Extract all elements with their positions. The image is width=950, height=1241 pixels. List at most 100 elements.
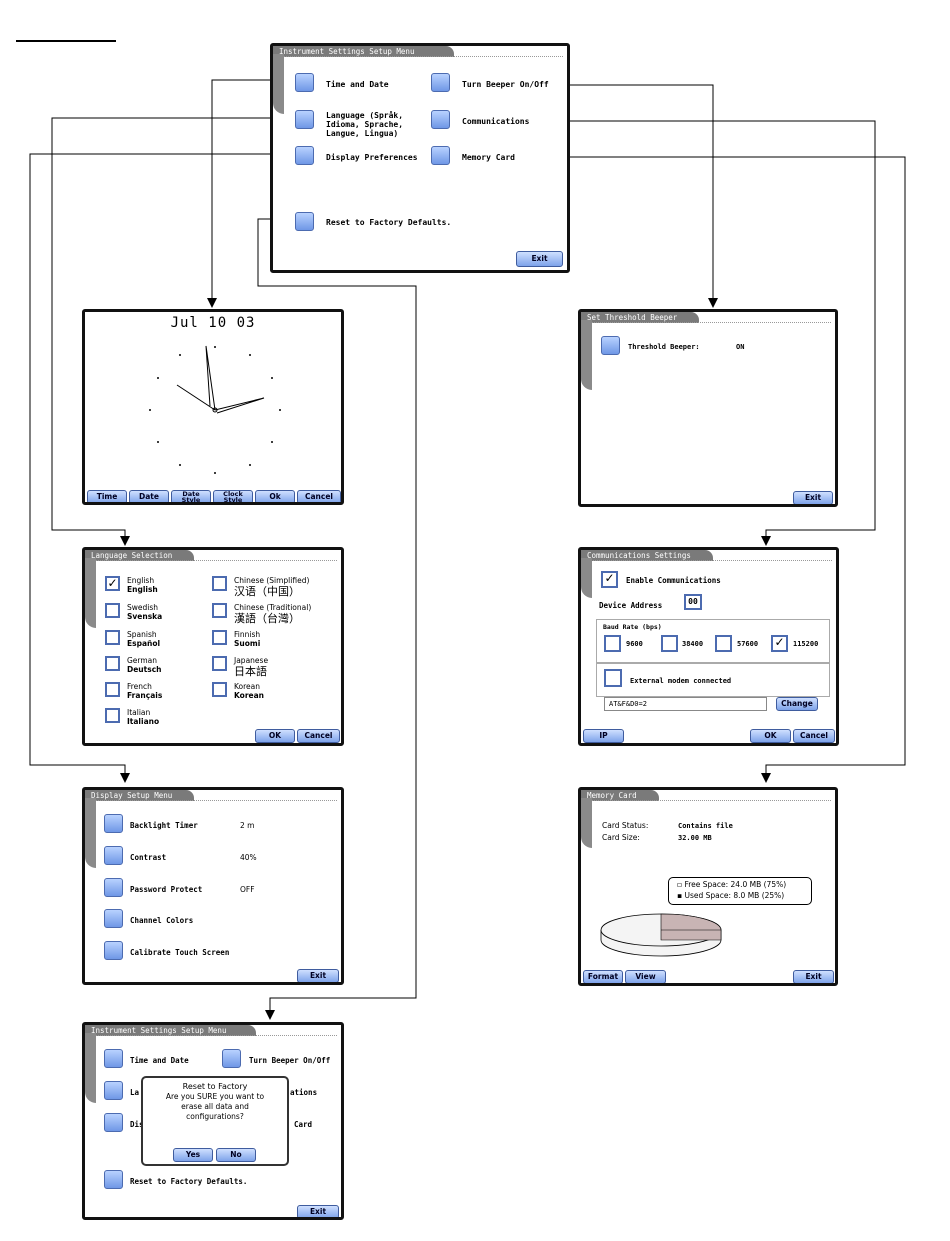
japanese-checkbox[interactable] (212, 656, 227, 671)
side-rail (273, 54, 284, 114)
side-rail (85, 558, 96, 628)
memory-label-partial: Card (294, 1120, 313, 1129)
enable-communications-checkbox[interactable]: ✓ (601, 571, 618, 588)
backlight-timer-button[interactable] (104, 814, 123, 833)
yes-button[interactable]: Yes (173, 1148, 213, 1162)
chinese-traditional-checkbox[interactable] (212, 603, 227, 618)
date-tab-button[interactable]: Date (129, 490, 169, 502)
baud-38400-checkbox[interactable] (661, 635, 678, 652)
channel-colors-button[interactable] (104, 909, 123, 928)
ok-button[interactable]: Ok (255, 490, 295, 502)
communications-label-partial: ations (290, 1088, 318, 1097)
language-option-label: Chinese (Simplified)汉语（中国） (234, 576, 310, 598)
korean-checkbox[interactable] (212, 682, 227, 697)
beeper-button[interactable] (222, 1049, 241, 1068)
panel-title: Communications Settings (581, 550, 713, 561)
clock-style-button[interactable]: Clock Style (213, 490, 253, 502)
panel-title: Instrument Settings Setup Menu (85, 1025, 257, 1036)
display-preferences-button[interactable] (104, 1113, 123, 1132)
cancel-button[interactable]: Cancel (297, 490, 341, 502)
view-button[interactable]: View (625, 970, 666, 983)
language-button[interactable] (295, 110, 314, 129)
format-button[interactable]: Format (583, 970, 623, 983)
communications-button[interactable] (431, 110, 450, 129)
display-setting-value: OFF (240, 885, 255, 894)
baud-9600-checkbox[interactable] (604, 635, 621, 652)
english-checkbox[interactable]: ✓ (105, 576, 120, 591)
spanish-checkbox[interactable] (105, 630, 120, 645)
beeper-button[interactable] (431, 73, 450, 92)
device-address-field[interactable]: 00 (684, 594, 702, 610)
exit-button[interactable]: Exit (297, 1205, 339, 1217)
side-rail (85, 798, 96, 868)
date-style-button[interactable]: Date Style (171, 490, 211, 502)
threshold-beeper-value: ON (736, 343, 745, 351)
side-rail (581, 798, 592, 848)
exit-button[interactable]: Exit (516, 251, 563, 267)
modem-init-string-field[interactable]: AT&F&D0=2 (604, 697, 767, 711)
reset-defaults-button[interactable] (295, 212, 314, 231)
header-rule (16, 40, 116, 42)
exit-button[interactable]: Exit (793, 491, 833, 504)
french-checkbox[interactable] (105, 682, 120, 697)
reset-defaults-button[interactable] (104, 1170, 123, 1189)
external-modem-checkbox[interactable] (604, 669, 622, 687)
time-date-button[interactable] (295, 73, 314, 92)
language-button[interactable] (104, 1081, 123, 1100)
panel-title: Memory Card (581, 790, 659, 801)
exit-button[interactable]: Exit (297, 969, 339, 982)
beeper-label: Turn Beeper On/Off (249, 1056, 331, 1065)
cancel-button[interactable]: Cancel (793, 729, 835, 743)
time-date-label: Time and Date (130, 1056, 189, 1065)
dialog-title: Reset to Factory (182, 1082, 248, 1091)
german-checkbox[interactable] (105, 656, 120, 671)
analog-clock (149, 345, 281, 474)
clock-panel: Jul 10 03 Time Date Date Style Clock Sty… (82, 309, 344, 505)
display-setting-label: Password Protect (130, 885, 203, 894)
threshold-beeper-button[interactable] (601, 336, 620, 355)
cancel-button[interactable]: Cancel (297, 729, 340, 743)
side-rail (85, 1033, 96, 1103)
baud-option-label: 57600 (737, 640, 759, 648)
no-button[interactable]: No (216, 1148, 256, 1162)
device-address-label: Device Address (599, 601, 663, 610)
card-size-value: 32.00 MB (678, 834, 712, 842)
reset-defaults-label: Reset to Factory Defaults. (326, 218, 452, 227)
communications-settings-panel: Communications Settings ✓ Enable Communi… (578, 547, 839, 746)
baud-rate-group (596, 619, 830, 663)
display-setup-panel: Display Setup Menu Backlight Timer 2 m C… (82, 787, 344, 985)
ok-button[interactable]: OK (750, 729, 791, 743)
display-preferences-button[interactable] (295, 146, 314, 165)
time-tab-button[interactable]: Time (87, 490, 127, 502)
password-protect-button[interactable] (104, 878, 123, 897)
card-size-label: Card Size: (602, 833, 640, 842)
change-button[interactable]: Change (776, 697, 818, 711)
enable-communications-label: Enable Communications (626, 576, 721, 585)
swedish-checkbox[interactable] (105, 603, 120, 618)
exit-button[interactable]: Exit (793, 970, 834, 983)
used-space-label: ▪ Used Space: 8.0 MB (25%) (677, 891, 785, 900)
chinese-simplified-checkbox[interactable] (212, 576, 227, 591)
instrument-settings-menu-panel: Instrument Settings Setup Menu Time and … (270, 43, 570, 273)
calibrate-touch-screen-button[interactable] (104, 941, 123, 960)
clock-date: Jul 10 03 (170, 315, 256, 331)
ok-button[interactable]: OK (255, 729, 295, 743)
time-date-button[interactable] (104, 1049, 123, 1068)
communications-label: Communications (462, 117, 530, 126)
language-label: Language (Språk, Idioma, Sprache, Langue… (326, 111, 404, 138)
contrast-button[interactable] (104, 846, 123, 865)
baud-115200-checkbox[interactable]: ✓ (771, 635, 788, 652)
baud-57600-checkbox[interactable] (715, 635, 732, 652)
ip-button[interactable]: IP (583, 729, 624, 743)
italian-checkbox[interactable] (105, 708, 120, 723)
finnish-checkbox[interactable] (212, 630, 227, 645)
external-modem-label: External modem connected (630, 677, 732, 685)
time-date-label: Time and Date (326, 80, 389, 89)
memory-card-button[interactable] (431, 146, 450, 165)
